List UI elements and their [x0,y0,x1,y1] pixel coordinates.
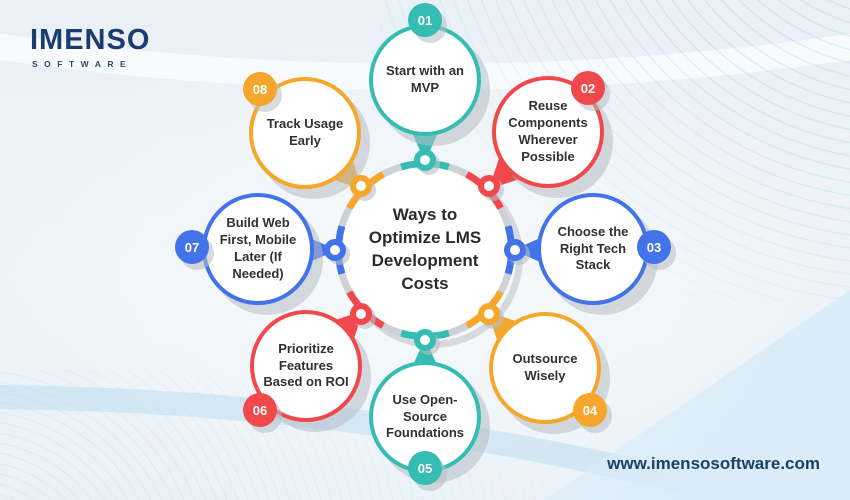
brand-tagline: SOFTWARE [32,59,133,69]
ring-node-04 [478,303,500,325]
ring-node-02 [478,175,500,197]
item-label: Track Usage Early [266,116,344,148]
brand-logo: IMENSO SOFTWARE [30,24,151,70]
item-circle-03: Choose the Right Tech Stack [537,193,649,305]
item-label: Prioritize Features Based on ROI [263,340,349,390]
item-circle-01: Start with an MVP [369,24,481,136]
item-label: Outsource Wisely [512,351,578,383]
ring-node-07 [324,239,346,261]
item-label: Build Web First, Mobile Later (If Needed… [219,215,297,281]
ring-node-08 [350,175,372,197]
item-label: Reuse Components Wherever Possible [508,98,588,164]
item-number-badge-03: 03 [637,230,671,264]
item-circle-05: Use Open-Source Foundations [369,361,481,473]
center-title: Ways to Optimize LMS Development Costs [368,205,482,293]
item-label: Use Open-Source Foundations [386,391,464,441]
ring-node-01 [414,149,436,171]
center-circle: Ways to Optimize LMS Development Costs [342,167,508,333]
website-link[interactable]: www.imensosoftware.com [607,454,820,473]
item-number-badge-05: 05 [408,451,442,485]
item-number-badge-02: 02 [571,71,605,105]
brand-name: IMENSO [30,24,151,56]
item-number-badge-07: 07 [175,230,209,264]
item-number-badge-08: 08 [243,72,277,106]
ring-node-06 [350,303,372,325]
ring-node-05 [414,329,436,351]
item-label: Choose the Right Tech Stack [557,223,629,273]
item-label: Start with an MVP [385,63,464,95]
ring-node-03 [504,239,526,261]
item-number-badge-04: 04 [573,393,607,427]
item-number-badge-01: 01 [408,3,442,37]
item-circle-07: Build Web First, Mobile Later (If Needed… [202,193,314,305]
item-number-badge-06: 06 [243,393,277,427]
